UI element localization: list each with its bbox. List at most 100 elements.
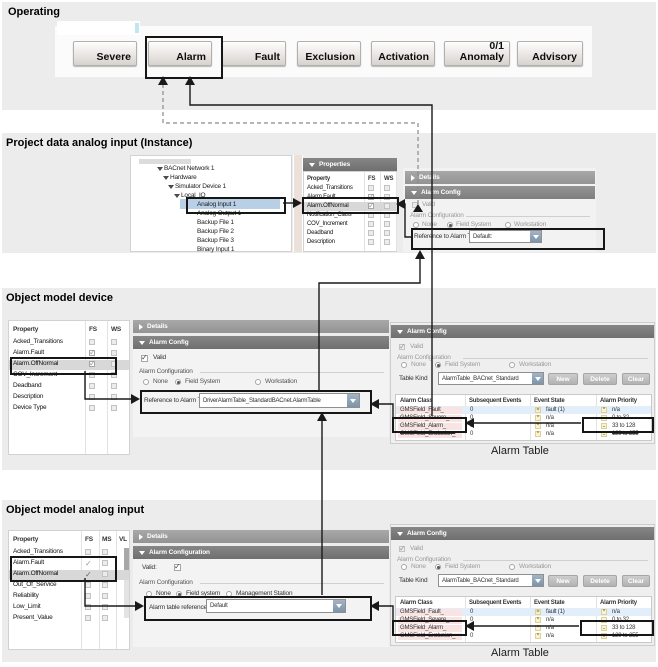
property-row-alarm-offnormal[interactable]: Alarm.OffNormal✓	[9, 570, 129, 580]
category-button-severe[interactable]: Severe	[73, 41, 137, 66]
fs-checkbox[interactable]	[89, 339, 95, 345]
ws-checkbox[interactable]	[384, 221, 390, 227]
column-header-ws[interactable]: WS	[111, 326, 122, 333]
ws-checkbox[interactable]	[111, 383, 117, 389]
ms-checkbox[interactable]	[102, 549, 108, 555]
column-header-alarm-class[interactable]: Alarm Class	[400, 600, 433, 606]
column-header-vl[interactable]: VL	[119, 536, 127, 543]
alarm-table-row[interactable]: GMSField_Exclusion_ 0 * n/a .. 129 to 25…	[398, 430, 639, 438]
property-row[interactable]: Deadband	[9, 382, 129, 392]
alarm-config-header[interactable]: Alarm Config	[405, 186, 595, 199]
radio-none[interactable]	[401, 564, 407, 570]
table-kind-dropdown[interactable]: AlarmTable_BACnet_Standard	[438, 372, 544, 385]
valid-checkbox-checked[interactable]	[399, 544, 406, 553]
fs-checkbox[interactable]	[85, 615, 91, 621]
ws-checkbox[interactable]	[384, 185, 390, 191]
column-header-alarm-priority[interactable]: Alarm Priority	[600, 600, 637, 606]
new-button[interactable]: New	[548, 575, 578, 587]
radio-field-system[interactable]	[175, 379, 181, 385]
radio-none[interactable]	[143, 379, 149, 385]
alarm-config-header[interactable]: Alarm Config	[391, 325, 654, 338]
ms-checkbox[interactable]	[102, 560, 108, 566]
fs-checkbox[interactable]	[368, 221, 374, 227]
column-header-ws[interactable]: WS	[384, 176, 394, 182]
tree-expander-icon[interactable]	[174, 194, 180, 198]
fs-checkbox[interactable]	[85, 593, 91, 599]
column-header-alarm-class[interactable]: Alarm Class	[400, 398, 433, 404]
radio-none[interactable]	[401, 362, 407, 368]
ms-checkbox[interactable]	[102, 604, 108, 610]
scrollbar-thumb[interactable]	[124, 548, 129, 570]
fs-checkbox-checked[interactable]	[89, 359, 96, 368]
category-button-advisory[interactable]: Advisory	[517, 41, 583, 66]
column-header-event-state[interactable]: Event State	[534, 398, 565, 404]
details-header[interactable]: Details	[133, 530, 389, 543]
property-row[interactable]: Acked_Transitions	[9, 338, 129, 348]
fs-checkbox[interactable]	[368, 239, 374, 245]
tree-item-simulator-device[interactable]: Simulator Device 1	[175, 183, 226, 190]
column-header-subsequent-events[interactable]: Subsequent Events	[469, 600, 522, 606]
valid-checkbox[interactable]	[412, 202, 418, 208]
properties-panel-header[interactable]: Properties	[303, 158, 397, 171]
tree-item-binary-input-1[interactable]: Binary Input 1	[197, 246, 235, 253]
column-header-alarm-priority[interactable]: Alarm Priority	[600, 398, 637, 404]
column-header-property[interactable]: Property	[13, 326, 39, 333]
property-row-alarm-fault[interactable]: Alarm.Fault✓	[9, 559, 129, 569]
column-header-event-state[interactable]: Event State	[534, 600, 565, 606]
alarm-table-row[interactable]: GMSField_Fault_ 0 = fault (1) * n/a	[396, 608, 651, 616]
category-button-exclusion[interactable]: Exclusion	[297, 41, 361, 66]
clear-button[interactable]: Clear	[622, 373, 650, 385]
column-header-property[interactable]: Property	[13, 536, 39, 543]
details-header[interactable]: Details	[133, 320, 389, 333]
new-button[interactable]: New	[548, 373, 578, 385]
alarm-config-header[interactable]: Alarm Config	[391, 527, 654, 540]
column-header-fs[interactable]: FS	[89, 326, 97, 333]
ms-checkbox[interactable]	[102, 615, 108, 621]
column-header-fs[interactable]: FS	[368, 176, 376, 182]
fs-checkbox[interactable]	[85, 582, 91, 588]
clear-button[interactable]: Clear	[622, 575, 650, 587]
tree-item-backup-file-3[interactable]: Backup File 3	[197, 237, 234, 244]
radio-field-system[interactable]	[447, 222, 453, 228]
property-row[interactable]: Low_Limit	[9, 603, 129, 613]
fs-checkbox[interactable]	[89, 394, 95, 400]
tree-item-backup-file-2[interactable]: Backup File 2	[197, 228, 234, 235]
property-row[interactable]: Device Type	[9, 404, 129, 414]
fs-checkbox-checked[interactable]	[89, 348, 96, 357]
tree-expander-icon[interactable]	[157, 167, 163, 171]
fs-checkbox[interactable]	[85, 549, 91, 555]
radio-workstation[interactable]	[509, 362, 515, 368]
table-kind-dropdown[interactable]: AlarmTable_BACnet_Standard	[438, 574, 544, 587]
ws-checkbox[interactable]	[111, 405, 117, 411]
delete-button[interactable]: Delete	[583, 373, 617, 385]
property-row[interactable]: Reliability	[9, 592, 129, 602]
column-header-ms[interactable]: MS	[102, 536, 112, 543]
tree-expander-icon[interactable]	[163, 176, 169, 180]
ws-checkbox[interactable]	[384, 230, 390, 236]
ws-checkbox[interactable]	[111, 350, 117, 356]
fs-checkbox[interactable]	[89, 383, 95, 389]
alarm-table-row[interactable]: GMSField_Fault_ 0 = fault (1) * n/a	[396, 406, 651, 414]
dropdown-button-icon[interactable]	[333, 600, 345, 612]
property-row[interactable]: Alarm.Fault	[9, 348, 129, 359]
property-row[interactable]: Acked_Transitions	[9, 548, 129, 558]
tree-expander-icon[interactable]	[168, 185, 174, 189]
ws-checkbox[interactable]	[111, 339, 117, 345]
fs-checkbox[interactable]	[368, 185, 374, 191]
column-header-subsequent-events[interactable]: Subsequent Events	[469, 398, 522, 404]
valid-checkbox-checked[interactable]	[141, 353, 148, 362]
property-row[interactable]: Acked_Transitions	[304, 184, 396, 193]
reference-dropdown[interactable]: Default:	[469, 230, 542, 243]
valid-checkbox-checked[interactable]	[399, 342, 406, 351]
category-button-fault[interactable]: Fault	[222, 41, 286, 66]
fs-checkbox[interactable]	[89, 405, 95, 411]
reference-dropdown[interactable]: Default	[206, 599, 346, 613]
fs-checkbox[interactable]	[85, 604, 91, 610]
fs-checkbox[interactable]	[368, 230, 374, 236]
radio-workstation[interactable]	[509, 564, 515, 570]
alarm-configuration-header[interactable]: Alarm Configuration	[133, 546, 389, 559]
category-button-alarm[interactable]: Alarm	[148, 41, 212, 66]
property-row[interactable]: Description	[9, 393, 129, 403]
property-row[interactable]: Present_Value	[9, 614, 129, 624]
radio-workstation[interactable]	[505, 222, 511, 228]
